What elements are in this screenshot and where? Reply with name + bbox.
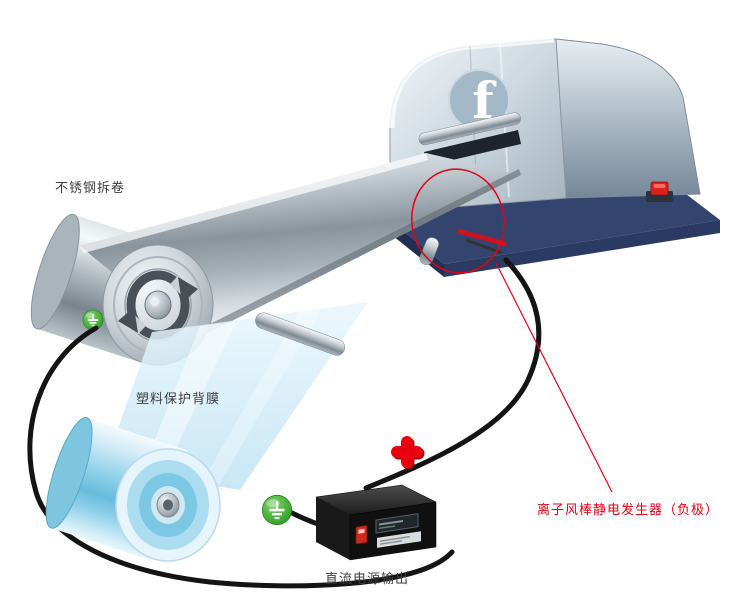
emergency-stop-button bbox=[646, 181, 673, 202]
film-highlight-streak-2 bbox=[202, 308, 322, 486]
machine-exit-slot bbox=[424, 130, 521, 166]
ground-icon-supply bbox=[261, 494, 293, 526]
annotation-circle bbox=[411, 168, 505, 274]
film-roll-far-cap bbox=[45, 417, 93, 529]
power-box-left bbox=[316, 497, 350, 560]
film-roll bbox=[45, 417, 221, 562]
machine-side-panel bbox=[555, 38, 701, 199]
hv-cable-to-ion-bar bbox=[363, 257, 542, 491]
label-steel-unwind: 不锈钢拆卷 bbox=[55, 181, 126, 196]
power-display bbox=[375, 513, 419, 534]
steel-roll-far-cap bbox=[30, 213, 80, 330]
film-guide-roller bbox=[255, 312, 346, 356]
plastic-film-sheet bbox=[104, 302, 368, 490]
cables bbox=[27, 257, 542, 589]
power-box-front bbox=[349, 501, 437, 561]
film-roll-face bbox=[115, 448, 221, 562]
belt-top-edge-highlight bbox=[80, 153, 428, 253]
belt-bottom-edge-shadow bbox=[190, 169, 521, 340]
ion-bar bbox=[457, 228, 507, 247]
power-switch bbox=[355, 525, 368, 545]
power-label-plate bbox=[377, 531, 421, 548]
label-dc-power-output: 直流电源输出 bbox=[325, 572, 410, 587]
laminator-machine: f bbox=[389, 37, 701, 213]
annotation-leader-line bbox=[495, 262, 613, 493]
label-ion-bar: 离子风棒静电发生器（负极） bbox=[537, 503, 720, 518]
positive-polarity-icon bbox=[391, 436, 425, 470]
machine-arch-highlight bbox=[389, 37, 555, 129]
dc-power-supply bbox=[315, 484, 437, 561]
exit-guide-roller bbox=[419, 237, 439, 266]
slot-top-roller bbox=[418, 112, 521, 146]
base-front-face bbox=[444, 220, 720, 277]
ground-cable-long bbox=[27, 325, 455, 589]
label-plastic-film: 塑料保护背膜 bbox=[136, 392, 221, 407]
ground-cable-short bbox=[287, 509, 321, 527]
film-highlight-streak bbox=[142, 322, 236, 478]
